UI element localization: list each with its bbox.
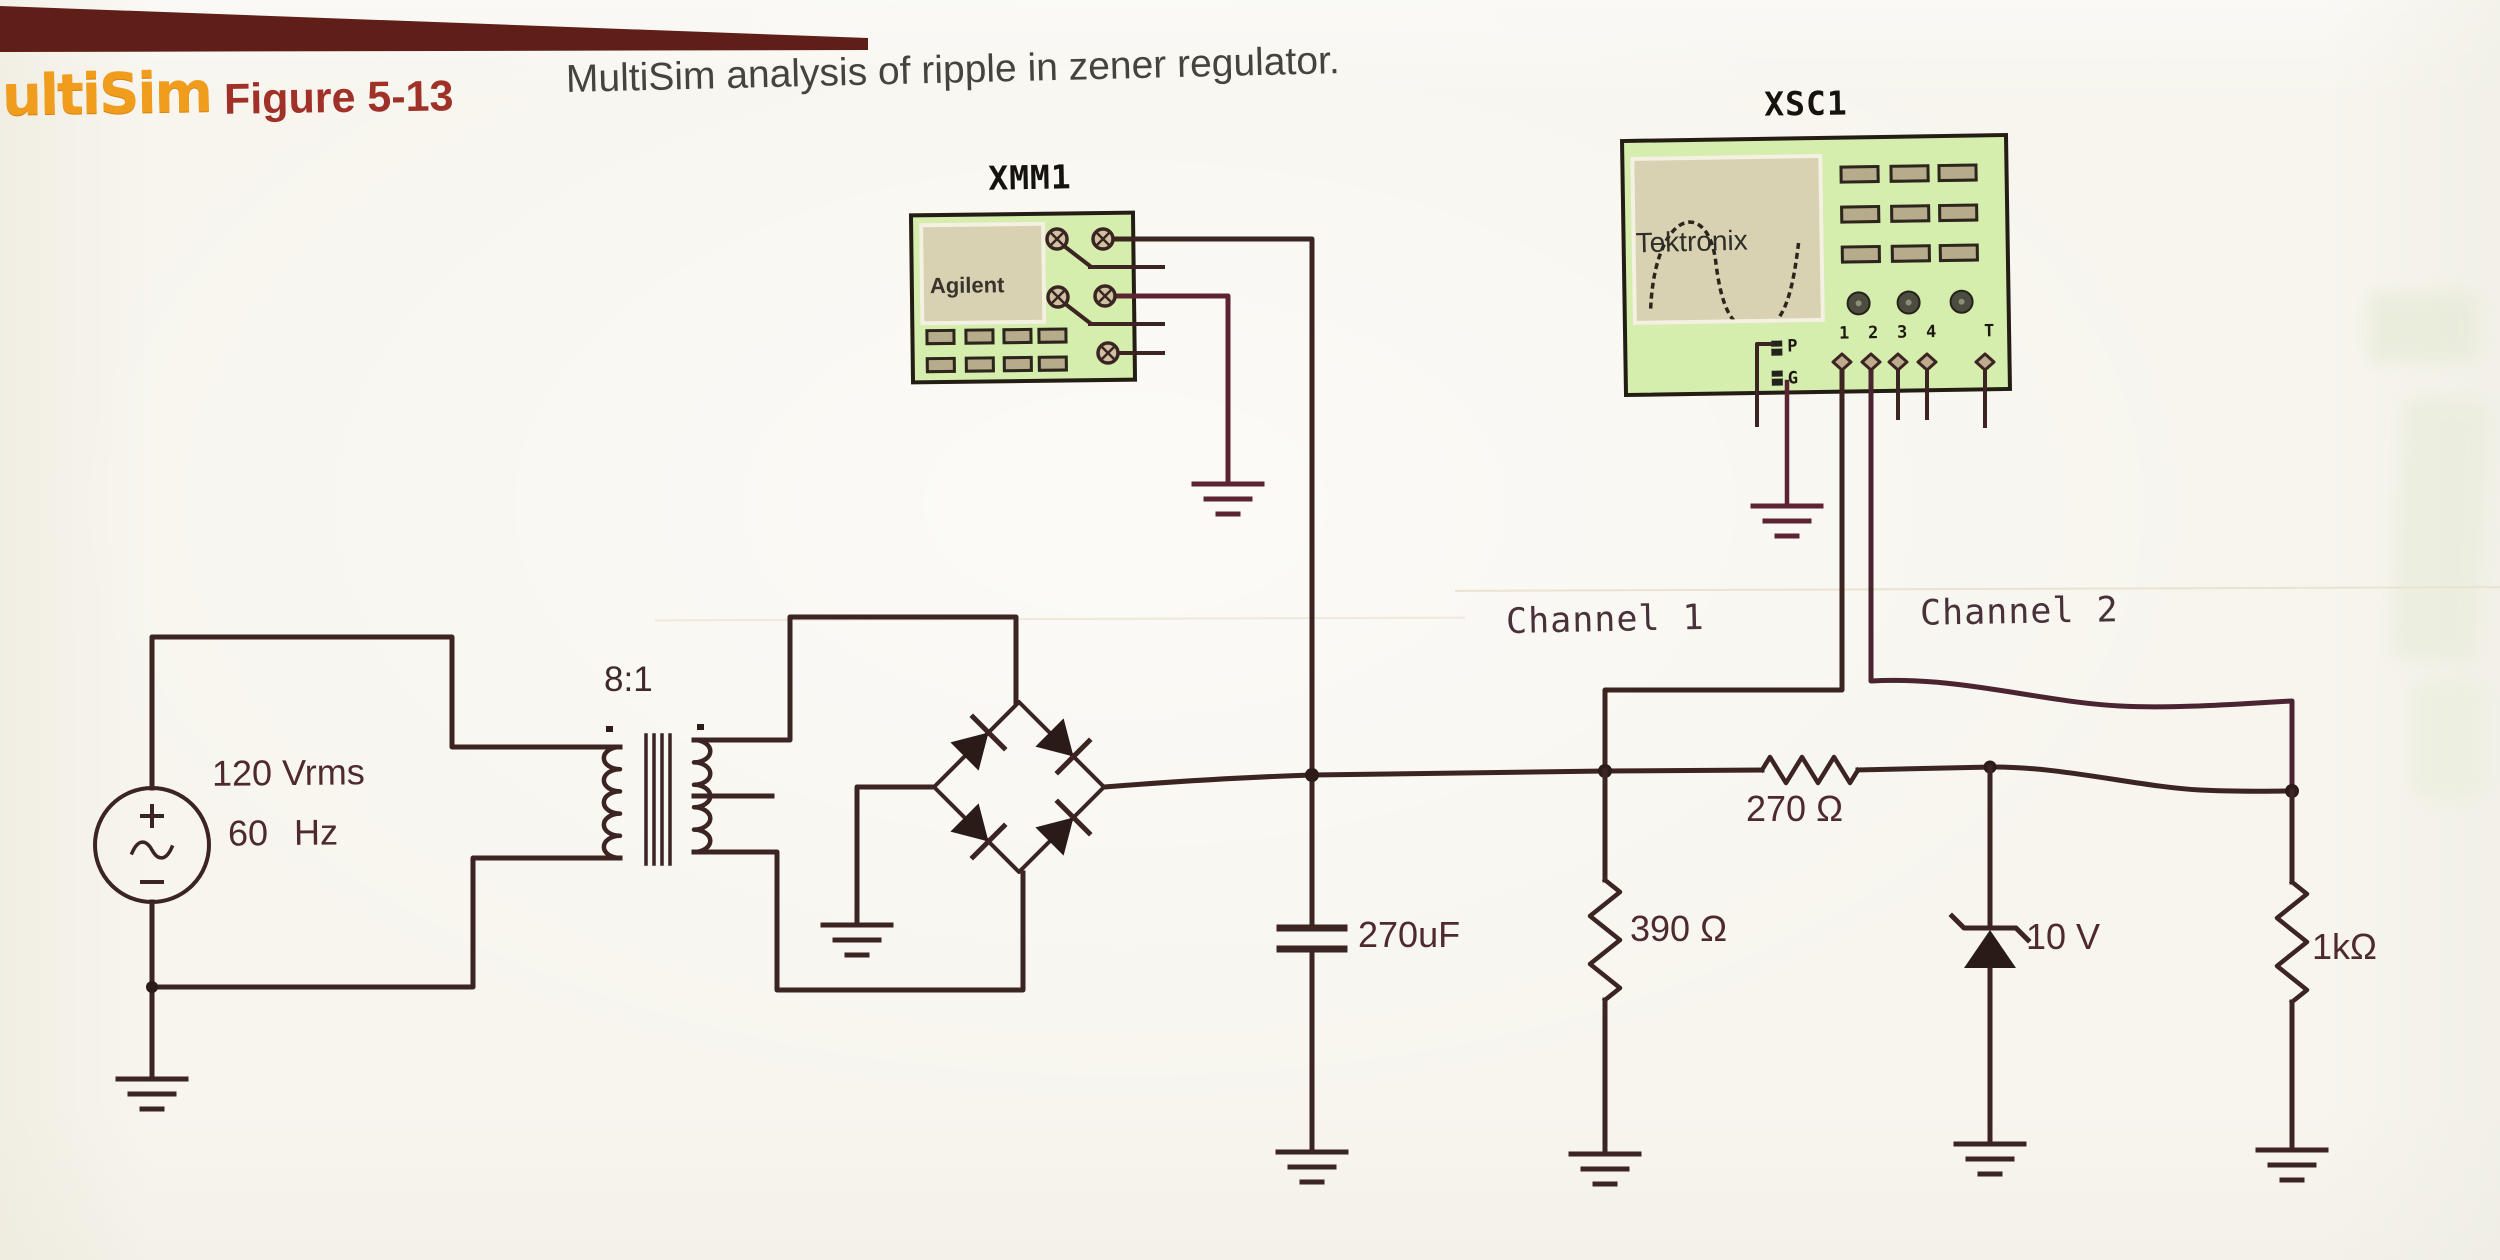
ruled-line-showthrough xyxy=(654,616,1466,622)
multimeter-title: XMM1 xyxy=(987,157,1073,198)
oscilloscope-knob xyxy=(1846,291,1871,316)
polarity-dot xyxy=(697,724,704,730)
oscilloscope-knob xyxy=(1949,289,1974,314)
polarity-dot xyxy=(606,726,613,732)
multimeter-button xyxy=(1002,355,1033,373)
load-resistor-label: 1kΩ xyxy=(2312,926,2377,967)
oscilloscope-button xyxy=(1938,243,1979,263)
terminal-label-1: 1 xyxy=(1838,323,1850,344)
junction-dot xyxy=(1598,764,1612,778)
diode-icon xyxy=(950,718,1074,856)
transformer-ratio-label: 8:1 xyxy=(604,660,653,699)
oscilloscope-knob xyxy=(1896,290,1921,315)
series-resistor-label: 270 Ω xyxy=(1746,788,1843,829)
multimeter-brand: Agilent xyxy=(929,272,1005,299)
figure-number: Figure 5-13 xyxy=(223,72,454,124)
diode-cathode-bar xyxy=(969,713,1093,861)
oscilloscope-button xyxy=(1938,203,1979,223)
ac-voltage-source xyxy=(93,786,211,904)
wire-xmm1-probe xyxy=(1109,236,1315,929)
terminal-label-g: G xyxy=(1787,368,1799,389)
wire-secondary-top-to-bridge xyxy=(691,614,1019,743)
multimeter-xmm1: Agilent xyxy=(908,210,1138,385)
bleeder-resistor-label: 390 Ω xyxy=(1630,908,1727,949)
wire-channel2-probe xyxy=(1868,367,2295,794)
capacitor-value-label: 270uF xyxy=(1358,914,1461,955)
oscilloscope-button xyxy=(1840,204,1881,224)
wire-secondary-bottom-to-bridge xyxy=(691,849,1026,993)
source-voltage-label: 120 Vrms xyxy=(211,751,365,794)
ruled-line-showthrough xyxy=(1454,586,2500,592)
oscilloscope-button xyxy=(1890,244,1931,263)
plus-sign-icon xyxy=(140,804,164,828)
resistor-270-symbol xyxy=(1758,754,1862,786)
oscilloscope-brand: Tektronix xyxy=(1635,224,1749,259)
figure-caption: MultiSim analysis of ripple in zener reg… xyxy=(565,39,1341,101)
oscilloscope-button xyxy=(1839,164,1880,184)
multimeter-button xyxy=(925,328,956,346)
wire-source-to-primary-bottom xyxy=(149,855,623,990)
oscilloscope-title: XSC1 xyxy=(1763,83,1849,124)
page-bleed-ghost xyxy=(2391,397,2489,663)
page-bleed-ghost xyxy=(2368,292,2478,362)
multimeter-button xyxy=(1037,327,1068,344)
terminal-label-p: P xyxy=(1787,336,1798,357)
terminal-label-3: 3 xyxy=(1896,322,1908,343)
oscilloscope-button xyxy=(1889,164,1930,183)
terminal-label-4: 4 xyxy=(1925,322,1937,343)
oscilloscope-button xyxy=(1937,163,1978,183)
wire-channel1-probe xyxy=(1602,367,1845,774)
oscilloscope-button xyxy=(1890,204,1931,223)
resistor-1k-symbol xyxy=(2274,878,2310,1006)
channel2-label: Channel 2 xyxy=(1919,590,2119,634)
capacitor-270uF xyxy=(1276,924,1348,1152)
junction-dot xyxy=(1305,768,1319,782)
wire-output-rail xyxy=(1855,764,1993,773)
multimeter-button xyxy=(964,328,995,345)
oscilloscope-button xyxy=(1840,244,1881,264)
ground-terminal-g-icon xyxy=(1771,370,1783,386)
chapter-header-bar xyxy=(0,6,868,52)
junction-dot xyxy=(146,981,158,993)
multimeter-button xyxy=(964,356,995,373)
wire-output-rail-wavy xyxy=(1987,764,2295,794)
multimeter-button xyxy=(1002,327,1033,345)
wire-bridge-to-ground xyxy=(854,784,937,924)
channel1-label: Channel 1 xyxy=(1505,597,1706,643)
junction-dot xyxy=(1983,760,1997,774)
secondary-coil xyxy=(691,737,713,855)
resistor-390-symbol xyxy=(1587,876,1623,1004)
oscilloscope-xsc1: Tektronix P G 1 2 3 4 T xyxy=(1619,132,2013,398)
terminal-label-t: T xyxy=(1983,321,1995,342)
multimeter-button xyxy=(1037,355,1068,372)
primary-coil xyxy=(601,744,623,861)
sine-icon xyxy=(129,840,175,860)
zener-voltage-label: 10 V xyxy=(2026,916,2101,957)
junction-dot xyxy=(2285,784,2299,798)
transformer-core xyxy=(644,733,672,866)
zener-diode-symbol xyxy=(1948,912,2032,968)
probe-terminal-p-icon xyxy=(1771,340,1783,356)
multimeter-button xyxy=(925,356,956,374)
wire-output-rail xyxy=(1101,767,1765,790)
bridge-rectifier xyxy=(932,700,1106,874)
multisim-logo: ultiSim xyxy=(1,60,212,129)
transformer-8to1 xyxy=(601,724,713,866)
terminal-label-2: 2 xyxy=(1867,323,1879,344)
source-frequency-label: 60 Hz xyxy=(227,811,339,854)
page-bleed-ghost xyxy=(2412,680,2482,800)
